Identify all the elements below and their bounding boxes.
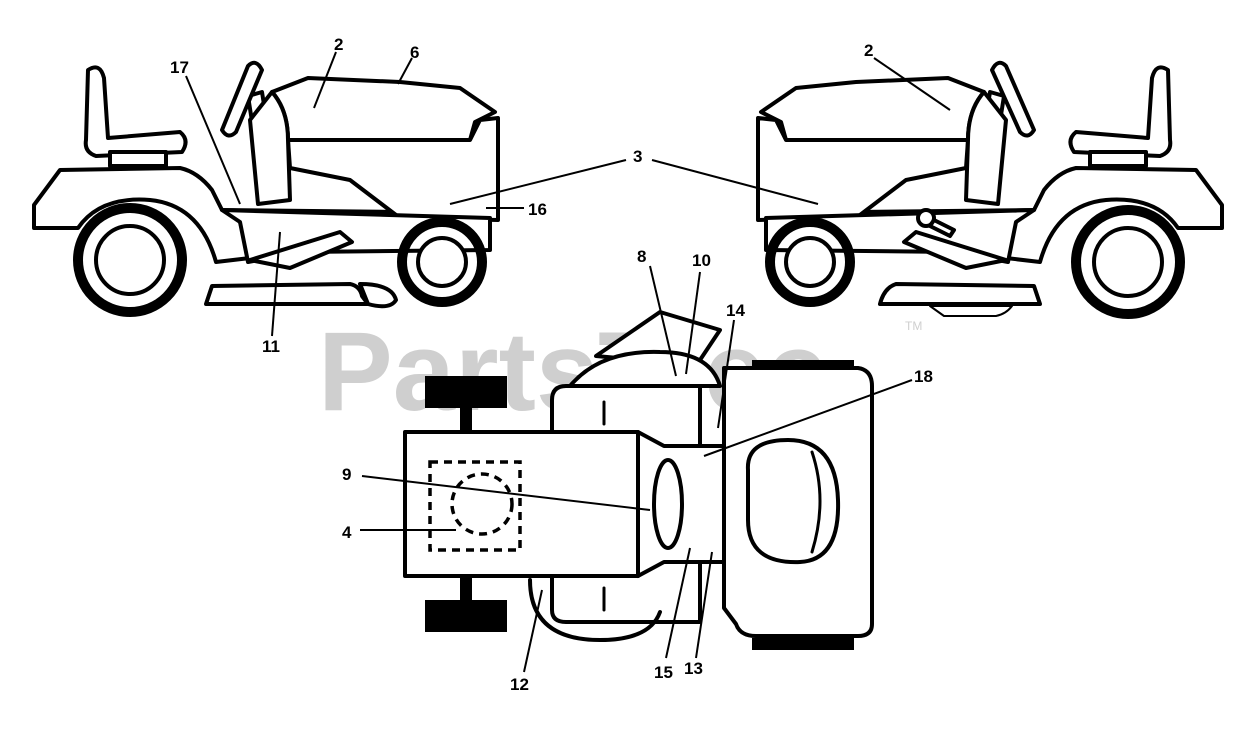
callout-13: 13	[684, 659, 703, 678]
right-front-wheel-tire	[765, 217, 855, 307]
leader-12	[523, 589, 543, 673]
tractor-left-side-view	[32, 60, 500, 317]
left-dash-panel	[248, 90, 292, 206]
callout-2-right: 2	[864, 41, 873, 60]
right-seat-back	[1068, 65, 1173, 158]
callout-17: 17	[170, 58, 189, 77]
left-hood-side-panel	[286, 116, 500, 222]
top-rear-axle-lower	[460, 574, 472, 602]
left-seat-back	[83, 65, 188, 158]
callout-15: 15	[654, 663, 673, 682]
callout-11: 11	[262, 337, 280, 356]
leader-13	[695, 551, 713, 659]
top-rear-axle-upper	[460, 406, 472, 434]
callout-10: 10	[692, 251, 711, 270]
right-rear-wheel-tire	[1071, 205, 1185, 319]
top-hood-vent	[745, 438, 841, 565]
leader-18	[703, 379, 913, 457]
left-deck-discharge-chute	[358, 282, 398, 309]
right-front-wheel-hub	[784, 236, 836, 288]
leader-8	[649, 265, 677, 377]
left-front-wheel-tire	[397, 217, 487, 307]
callout-16: 16	[528, 200, 547, 219]
left-rear-fender	[32, 166, 402, 264]
right-dash-panel	[964, 90, 1008, 206]
trademark-mark: TM	[905, 319, 922, 333]
leader-15	[665, 547, 691, 659]
callout-14: 14	[726, 301, 745, 320]
right-rear-fender	[854, 166, 1224, 264]
left-hood	[270, 76, 497, 142]
right-rear-wheel-hub	[1092, 226, 1164, 298]
callout-2-left: 2	[334, 35, 343, 54]
leader-3-right	[651, 159, 819, 205]
callout-12: 12	[510, 675, 529, 694]
right-seat-base	[1088, 150, 1148, 168]
leader-3-left	[449, 159, 627, 205]
callout-4: 4	[342, 523, 352, 542]
leader-17	[185, 75, 241, 205]
top-steering-wheel-oval	[652, 458, 684, 550]
right-mower-deck	[878, 282, 1042, 306]
right-lift-lever	[928, 218, 956, 238]
top-seat-outline	[428, 460, 522, 552]
top-deck-arc	[528, 578, 662, 642]
left-rear-wheel-hub	[94, 224, 166, 296]
top-hood-vent-inner	[810, 450, 822, 554]
tractor-right-side-view	[756, 60, 1224, 319]
right-steering-wheel	[990, 60, 1036, 138]
top-rear-right-tire	[425, 600, 507, 632]
callout-9: 9	[342, 465, 351, 484]
leader-6	[397, 57, 413, 85]
callout-labels: 2 6 17 3 16 11 2 8 10 14 18 9 4 12 15 13	[170, 35, 933, 694]
left-seat-base	[108, 150, 168, 168]
callout-18: 18	[914, 367, 933, 386]
right-hood-side-panel	[756, 116, 970, 222]
callout-3: 3	[633, 147, 642, 166]
callout-8: 8	[637, 247, 646, 266]
callout-6: 6	[410, 43, 419, 62]
top-seat-cushion-outline	[450, 472, 514, 536]
top-front-right-tire	[752, 638, 854, 650]
tractor-top-view	[403, 310, 874, 650]
leader-9	[361, 475, 651, 511]
left-steering-wheel	[220, 60, 264, 138]
right-deck-lift-pedal	[902, 230, 1008, 270]
top-rear-left-tire	[425, 376, 507, 408]
leader-lines	[185, 51, 951, 673]
leader-14	[717, 319, 735, 429]
leader-11	[271, 231, 281, 337]
leader-10	[685, 271, 701, 375]
right-hood	[759, 76, 986, 142]
left-front-wheel-hub	[416, 236, 468, 288]
leader-2-left	[313, 51, 337, 109]
top-deck-front-bump	[568, 349, 722, 388]
leader-2-right	[873, 57, 951, 111]
left-rear-wheel-tire	[73, 203, 187, 317]
right-deck-skirt	[929, 305, 1013, 317]
left-mower-deck	[204, 282, 370, 306]
